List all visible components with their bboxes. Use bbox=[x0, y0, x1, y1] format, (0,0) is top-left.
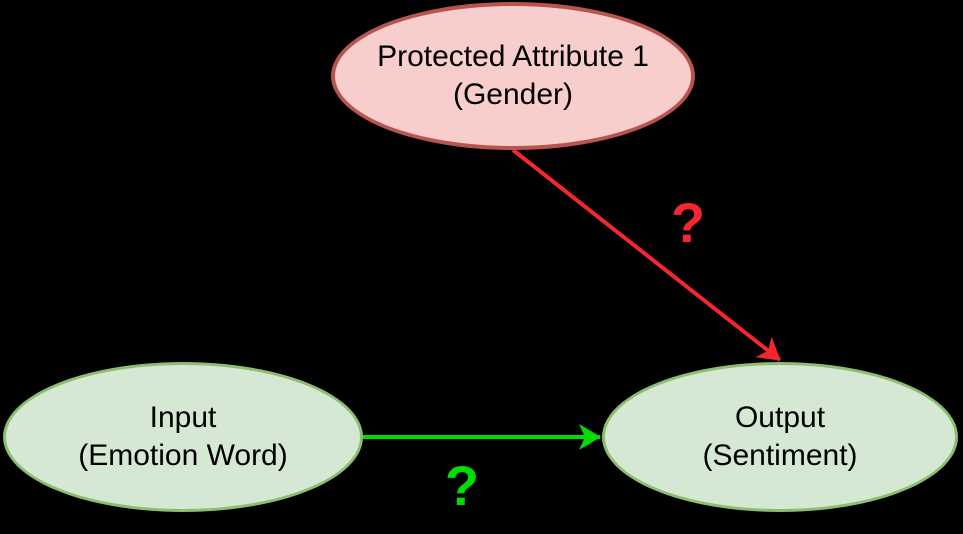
node-protected-attribute: Protected Attribute 1 (Gender) bbox=[331, 2, 695, 150]
node-output-title: Output bbox=[734, 401, 826, 434]
node-input: Input (Emotion Word) bbox=[3, 362, 363, 512]
edge-protected-to-output bbox=[511, 148, 782, 362]
node-input-title: Input bbox=[149, 401, 217, 434]
node-output: Output (Sentiment) bbox=[602, 362, 958, 512]
edge-label-protected-to-output: ? bbox=[670, 190, 706, 254]
node-protected-attribute-title: Protected Attribute 1 bbox=[377, 40, 649, 73]
node-protected-attribute-subtitle: (Gender) bbox=[452, 78, 574, 111]
node-input-subtitle: (Emotion Word) bbox=[78, 439, 288, 472]
edge-label-input-to-output: ? bbox=[444, 453, 480, 517]
node-output-subtitle: (Sentiment) bbox=[702, 439, 858, 472]
